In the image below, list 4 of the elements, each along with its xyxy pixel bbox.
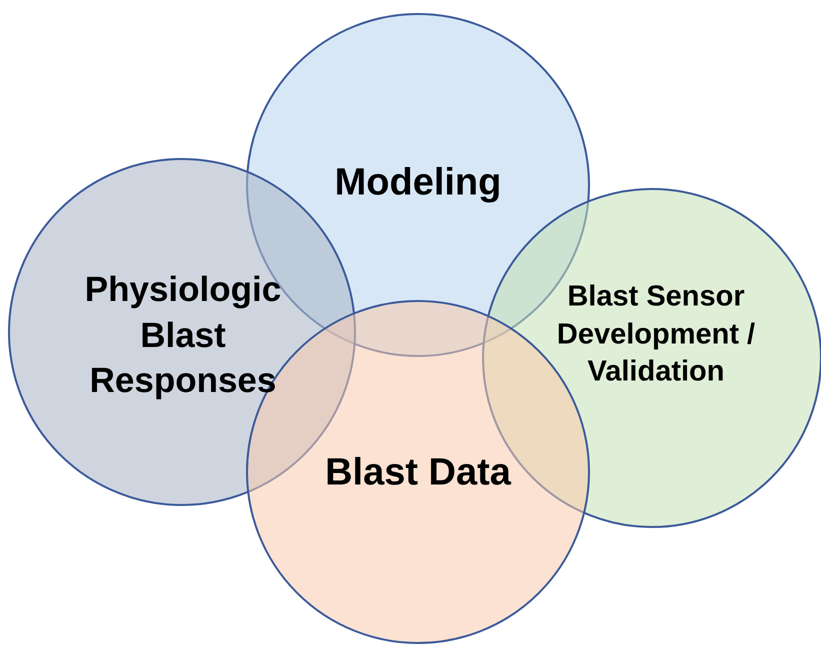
- circle-label: Physiologic Blast Responses: [84, 268, 282, 402]
- circle-label: Blast Data: [324, 450, 512, 496]
- circle-label: Modeling: [334, 160, 502, 206]
- circle-label: Blast Sensor Development / Validation: [556, 279, 756, 390]
